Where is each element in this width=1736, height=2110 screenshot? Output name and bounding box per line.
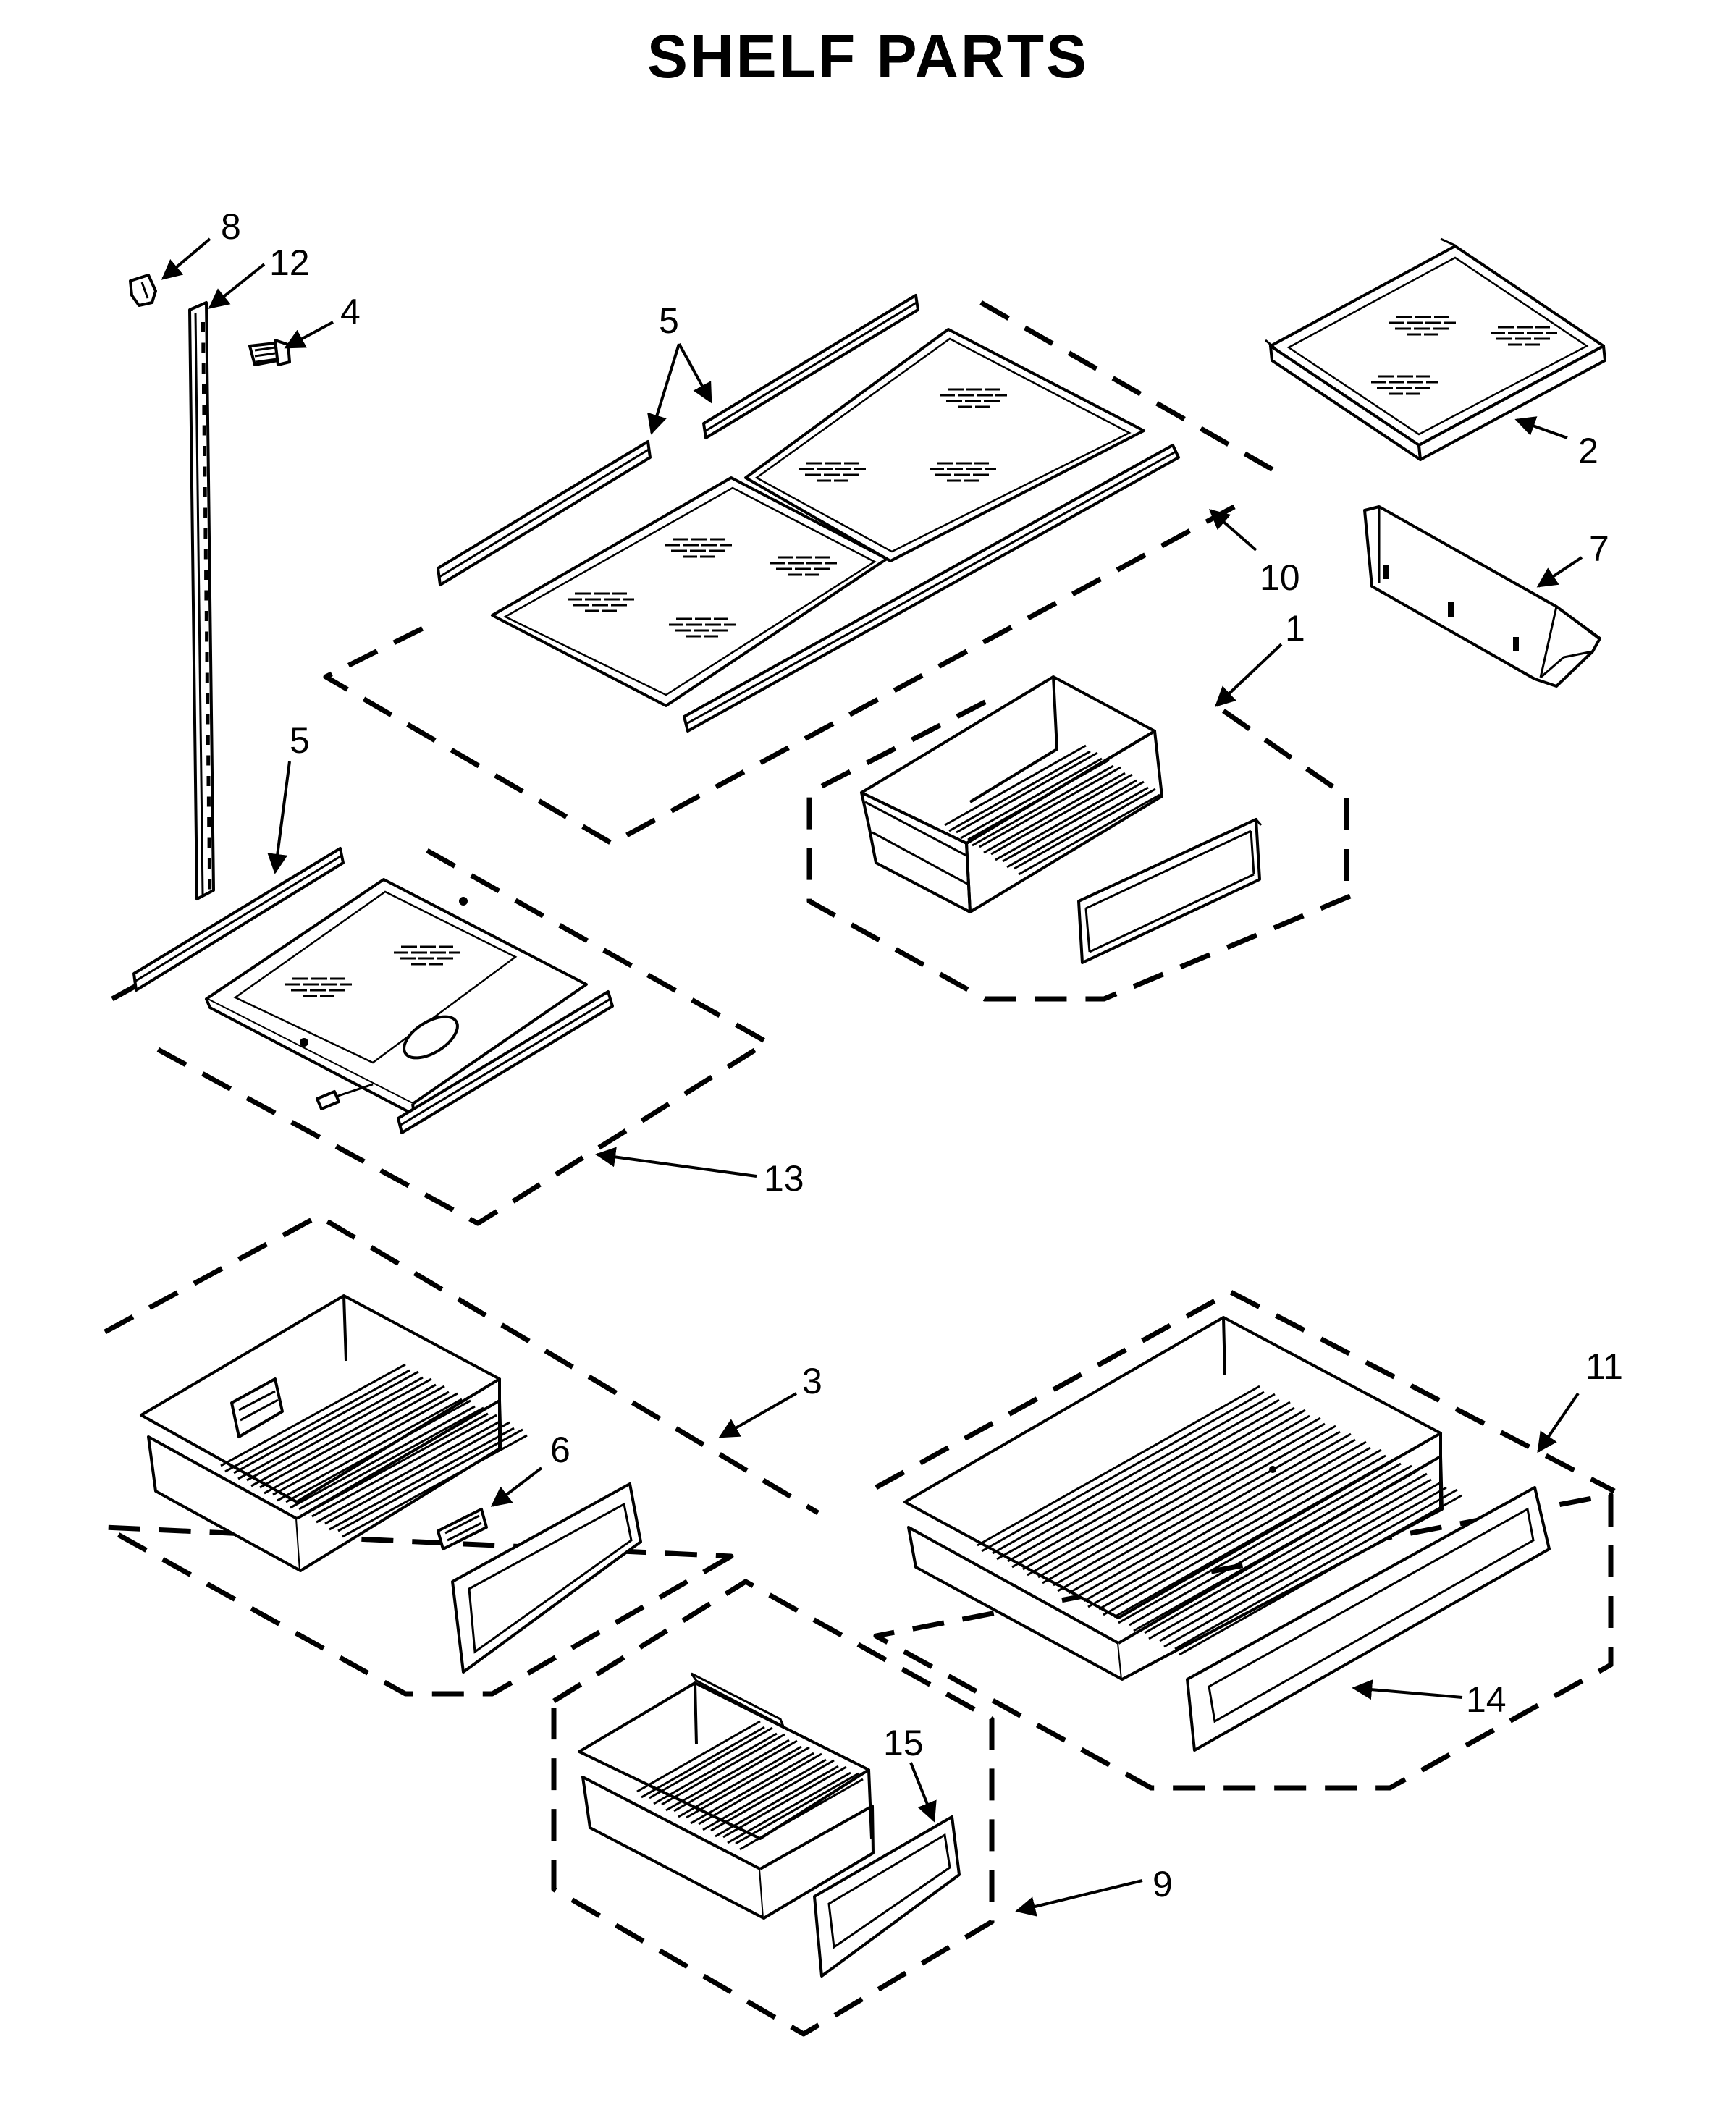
glass-shelf-part-10 (491, 328, 1145, 707)
callout-3: 3 (802, 1361, 822, 1401)
deli-drawer-part-9 (578, 1672, 875, 1920)
crisper-floor-ribs (220, 1363, 528, 1538)
pantry-drawer-part-11 (903, 1316, 1462, 1681)
small-glass-shelf-part-2 (1265, 237, 1606, 461)
crisper-floor-ribs (944, 744, 1160, 876)
assembly-outline-part-10 (323, 300, 1276, 846)
callout-9: 9 (1153, 1864, 1173, 1904)
callout-10: 10 (1260, 557, 1300, 598)
bracket-part-7 (1363, 505, 1601, 688)
crisper-drawer-part-3 (140, 1294, 528, 1572)
rail-slots (201, 322, 212, 890)
glass-shelf-part-13 (205, 878, 588, 1116)
deli-drawer-cover-part-15 (813, 1815, 961, 1978)
callout-14: 14 (1466, 1679, 1507, 1720)
callout-13: 13 (764, 1158, 804, 1199)
leader-lines (161, 237, 1583, 1917)
drawer-floor-ribs (977, 1385, 1462, 1656)
shelf-trim-strip-part-5-lower (132, 847, 345, 992)
callout-6: 6 (550, 1430, 570, 1470)
crisper-drawer-part-1 (860, 675, 1263, 964)
screw-part-4 (248, 339, 291, 366)
assembly-outline-part-9 (551, 1579, 995, 2037)
crisper-cover-part-3 (451, 1482, 642, 1674)
callout-7: 7 (1589, 528, 1609, 569)
callout-15: 15 (883, 1723, 924, 1763)
assembly-outline-part-1 (806, 692, 1352, 1002)
shelf-front-trim-part-13 (397, 990, 614, 1134)
clip-part-8 (129, 274, 157, 307)
callout-1: 1 (1285, 608, 1305, 649)
shelf-front-trim-part-10 (683, 444, 1180, 733)
pantry-drawer-cover-part-14 (1186, 1486, 1551, 1752)
callout-4: 4 (340, 292, 361, 332)
callout-5-lower: 5 (290, 720, 310, 761)
drawer-floor-ribs (636, 1720, 864, 1851)
callout-2: 2 (1578, 431, 1598, 471)
callout-8: 8 (221, 206, 241, 247)
page-title: SHELF PARTS (646, 22, 1090, 90)
humidity-slide-part-6 (437, 1508, 488, 1550)
callout-12: 12 (269, 242, 310, 283)
callout-5-top: 5 (659, 300, 679, 341)
shelf-trim-strip-part-5-left (437, 440, 652, 586)
shelf-ladder-rail-part-12 (188, 301, 215, 900)
callout-11: 11 (1585, 1346, 1623, 1387)
shelf-trim-strip-part-5-top (702, 294, 919, 439)
